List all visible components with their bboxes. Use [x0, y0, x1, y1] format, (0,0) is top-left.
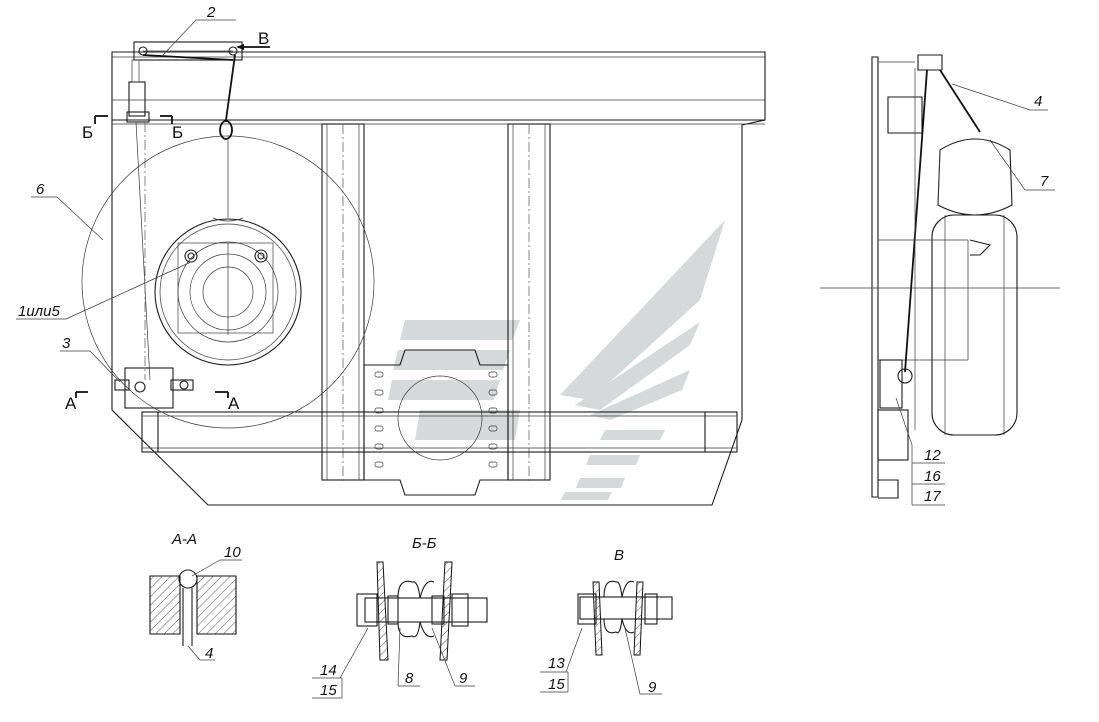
main-view: Б Б А А В 2 6 1или5 3	[16, 4, 766, 506]
section-mark-v: В	[258, 29, 269, 48]
winch-shaft	[126, 59, 151, 381]
section-bb-title: Б-Б	[412, 535, 437, 552]
section-mark-b-right: Б	[172, 123, 183, 142]
callout-12: 12	[924, 447, 941, 464]
view-v-title: В	[614, 547, 624, 564]
center-plate	[363, 349, 509, 496]
callout-17: 17	[924, 488, 941, 505]
vertical-beams	[321, 123, 551, 482]
section-aa	[149, 559, 242, 661]
section-aa-title: А-А	[171, 531, 197, 548]
section-bb-callout-14: 14	[320, 662, 337, 679]
callout-4: 4	[1034, 93, 1042, 110]
section-marks	[75, 44, 270, 398]
callout-6: 6	[36, 181, 45, 198]
callout-1-or-5: 1или5	[18, 303, 60, 320]
callout-3: 3	[62, 335, 71, 352]
callout-7: 7	[1040, 173, 1049, 190]
view-v-callout-13: 13	[548, 655, 565, 672]
section-bb-callout-8: 8	[405, 670, 414, 687]
section-mark-a-right: А	[228, 394, 240, 413]
watermark-logo	[388, 220, 725, 500]
arrow-icon	[236, 44, 244, 50]
section-mark-b-left: Б	[82, 123, 93, 142]
side-view	[820, 54, 1060, 506]
view-v-callout-9: 9	[648, 679, 657, 696]
view-v-callout-15: 15	[548, 676, 565, 693]
callout-2: 2	[206, 4, 216, 21]
section-bb-callout-9: 9	[459, 670, 468, 687]
body-outline	[111, 51, 766, 506]
section-aa-callout-10: 10	[224, 544, 241, 561]
callout-16: 16	[924, 468, 941, 485]
section-bb-callout-15: 15	[320, 682, 337, 699]
section-aa-callout-4: 4	[205, 645, 213, 662]
section-mark-a-left: А	[65, 394, 77, 413]
horizontal-beam	[141, 411, 738, 453]
section-bb	[312, 561, 488, 699]
view-v	[540, 580, 673, 695]
leader-lines	[16, 19, 236, 383]
winch-bracket	[133, 41, 243, 218]
lower-mechanism	[114, 367, 194, 409]
